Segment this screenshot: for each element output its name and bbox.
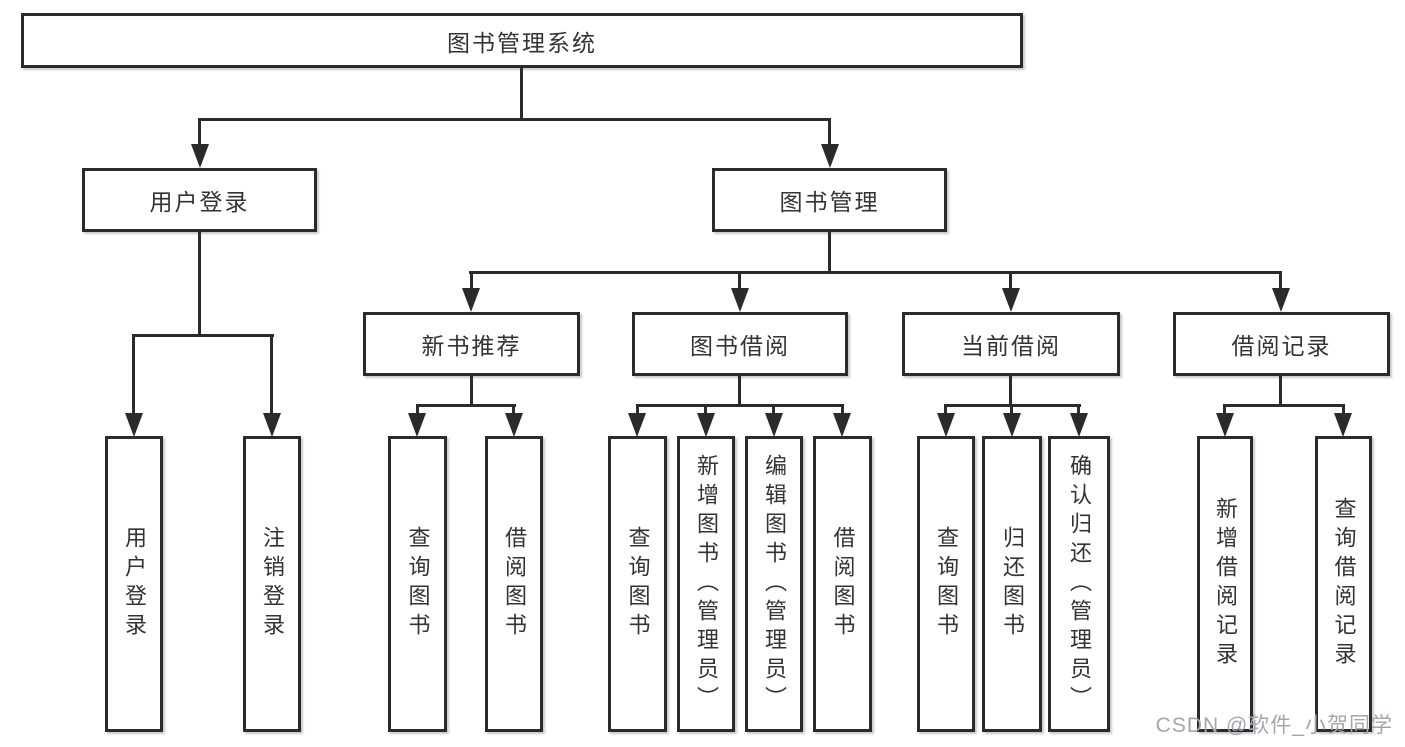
node-label: 图书借阅	[690, 333, 790, 359]
arrow-down-icon	[1070, 413, 1088, 437]
connector-drop-book-borrow	[738, 271, 741, 292]
connector-drop-leaf	[512, 404, 515, 417]
leaf-borrow-books: 借阅图书	[813, 436, 872, 732]
leaf-label: 查询图书	[405, 526, 431, 642]
connector-drop-leaf	[416, 404, 419, 417]
leaf-label: 用户登录	[122, 526, 147, 642]
leaf-query-books-recommend: 查询图书	[388, 436, 447, 732]
node-root-library-system: 图书管理系统	[21, 13, 1023, 68]
connector-drop-book-mgmt	[828, 118, 831, 148]
arrow-down-icon	[1003, 413, 1021, 437]
connector-borrow-record-hline	[1223, 404, 1345, 407]
node-label: 当前借阅	[961, 333, 1061, 359]
leaf-label: 注销登录	[260, 526, 285, 642]
connector-user-login-hline	[132, 334, 274, 337]
connector-drop-leaf	[1223, 404, 1226, 417]
arrow-down-icon	[731, 288, 749, 312]
leaf-query-books-current: 查询图书	[917, 436, 975, 732]
node-label: 新书推荐	[421, 333, 522, 359]
arrow-down-icon	[408, 413, 426, 437]
connector-user-login-stem	[198, 232, 201, 337]
connector-drop-user-login	[198, 118, 201, 148]
connector-new-book-stem	[470, 376, 473, 407]
leaf-borrow-books-recommend: 借阅图书	[485, 436, 543, 732]
connector-drop-new-book	[470, 271, 473, 292]
arrow-down-icon	[697, 413, 715, 437]
arrow-down-icon	[628, 413, 646, 437]
node-label: 用户登录	[149, 189, 250, 215]
connector-book-borrow-hline	[636, 404, 844, 407]
connector-root-stem	[520, 68, 523, 121]
arrow-down-icon	[462, 288, 480, 312]
arrow-down-icon	[1334, 413, 1352, 437]
connector-drop-leaf	[1342, 404, 1345, 417]
leaf-edit-books-admin: 编辑图书（管理员）	[745, 436, 803, 732]
arrow-down-icon	[765, 413, 783, 437]
node-user-login: 用户登录	[82, 168, 317, 232]
connector-borrow-record-stem	[1279, 376, 1282, 407]
leaf-label: 归还图书	[1000, 526, 1025, 642]
connector-book-mgmt-hline	[469, 271, 1282, 274]
leaf-label: 查询图书	[625, 526, 651, 642]
leaf-label: 借阅图书	[502, 526, 527, 642]
connector-book-mgmt-stem	[828, 232, 831, 274]
leaf-label: 编辑图书（管理员）	[762, 453, 787, 715]
node-borrowing-record: 借阅记录	[1173, 312, 1390, 376]
connector-drop-current-borrow	[1009, 271, 1012, 292]
arrow-down-icon	[937, 413, 955, 437]
leaf-label: 查询借阅记录	[1331, 497, 1357, 671]
connector-drop-leaf	[636, 404, 639, 417]
leaf-label: 确认归还（管理员）	[1067, 453, 1092, 715]
connector-drop-borrow-record	[1279, 271, 1282, 292]
arrow-down-icon	[821, 144, 839, 168]
connector-drop-leaf	[841, 404, 844, 417]
leaf-query-borrow-record: 查询借阅记录	[1315, 436, 1372, 732]
leaf-label: 查询图书	[934, 526, 959, 642]
arrow-down-icon	[1216, 413, 1234, 437]
connector-current-borrow-stem	[1009, 376, 1012, 407]
connector-drop-leaf	[1010, 404, 1013, 417]
connector-drop-leaf	[704, 404, 707, 417]
leaf-label: 新增借阅记录	[1213, 497, 1238, 671]
connector-drop-leaf	[772, 404, 775, 417]
node-label: 图书管理	[779, 189, 880, 215]
leaf-add-books-admin: 新增图书（管理员）	[677, 436, 735, 732]
node-current-borrowing: 当前借阅	[902, 312, 1120, 376]
connector-drop-leaf	[132, 334, 135, 418]
leaf-logout: 注销登录	[243, 436, 301, 732]
leaf-add-borrow-record: 新增借阅记录	[1197, 436, 1253, 732]
node-book-borrowing: 图书借阅	[632, 312, 848, 376]
arrow-down-icon	[833, 413, 851, 437]
leaf-query-books-borrow: 查询图书	[608, 436, 667, 732]
connector-book-borrow-stem	[738, 376, 741, 407]
connector-new-book-hline	[416, 404, 516, 407]
leaf-label: 新增图书（管理员）	[694, 453, 719, 715]
arrow-down-icon	[505, 413, 523, 437]
arrow-down-icon	[1002, 288, 1020, 312]
arrow-down-icon	[263, 413, 281, 437]
arrow-down-icon	[1272, 288, 1290, 312]
node-label: 图书管理系统	[447, 29, 597, 56]
arrow-down-icon	[191, 144, 209, 168]
connector-drop-leaf	[1077, 404, 1080, 417]
node-new-book-recommend: 新书推荐	[363, 312, 580, 376]
node-book-management: 图书管理	[712, 168, 947, 232]
leaf-confirm-return-admin: 确认归还（管理员）	[1048, 436, 1110, 732]
leaf-user-login: 用户登录	[105, 436, 163, 732]
arrow-down-icon	[125, 413, 143, 437]
node-label: 借阅记录	[1231, 333, 1332, 359]
csdn-watermark: CSDN @软件_小贺同学	[1155, 714, 1393, 737]
connector-drop-leaf	[270, 334, 273, 418]
connector-root-hline	[198, 118, 831, 121]
leaf-label: 借阅图书	[830, 526, 856, 642]
connector-drop-leaf	[944, 404, 947, 417]
leaf-return-books: 归还图书	[982, 436, 1042, 732]
